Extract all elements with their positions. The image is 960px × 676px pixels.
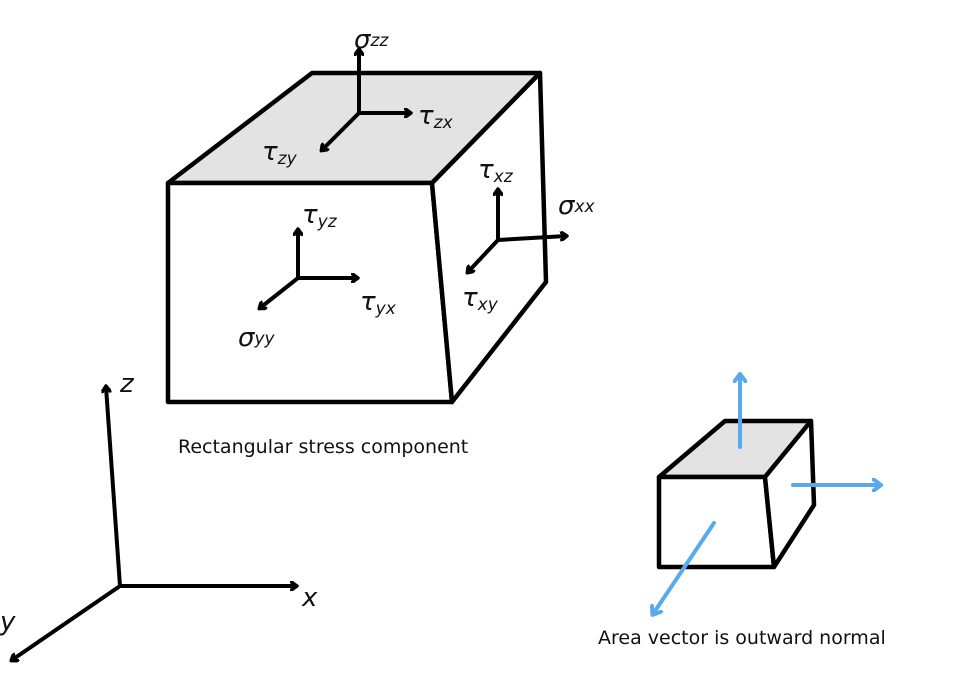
small-cube-right-face — [762, 418, 817, 570]
sigma-xx-label: σxx — [558, 191, 596, 221]
tau-zy-label: τzy — [262, 137, 298, 169]
small-cube-front-face — [656, 474, 777, 570]
sigma-zz-label: σzz — [354, 25, 389, 55]
normal-cube: Area vector is outward normal — [598, 375, 886, 649]
front-normal-arrow — [653, 521, 716, 614]
tau-xy-label: τxy — [462, 283, 499, 315]
stress-cube-caption: Rectangular stress component — [178, 436, 468, 458]
sigma-yy-arrow — [260, 276, 300, 308]
tau-xy-arrow — [468, 238, 500, 272]
tau-zy-arrow — [322, 111, 361, 150]
y-axis — [12, 584, 122, 660]
x-axis-label: x — [301, 583, 318, 613]
tau-xz-label: τxz — [478, 155, 514, 187]
tau-yz-label: τyz — [302, 200, 338, 232]
tau-yx-label: τyx — [360, 287, 397, 319]
cube-right-face — [429, 70, 549, 405]
stress-cube: σzz τzx τzy τyz τyx σyy τxz σxx τxy Rect… — [165, 25, 596, 458]
coordinate-axes: z x y — [0, 369, 318, 660]
sigma-yy-label: σyy — [238, 323, 276, 353]
front-face-stresses: τyz τyx σyy — [238, 200, 397, 353]
z-axis-label: z — [119, 369, 135, 399]
y-axis-label: y — [0, 607, 16, 637]
z-axis — [106, 387, 122, 588]
sigma-xx-arrow — [496, 236, 566, 242]
normal-cube-caption: Area vector is outward normal — [598, 627, 886, 649]
tau-zx-label: τzx — [418, 101, 454, 133]
top-face-stresses: σzz τzx τzy — [262, 25, 454, 169]
right-face-stresses: τxz σxx τxy — [462, 155, 596, 315]
